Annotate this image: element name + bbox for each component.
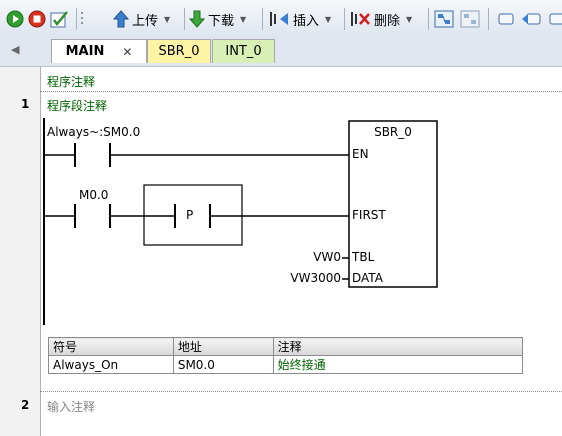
pin-first: FIRST	[352, 208, 386, 222]
tab-main[interactable]: MAIN ✕	[51, 39, 147, 63]
toolbar-separator	[184, 8, 185, 30]
column-header: 符号	[48, 337, 174, 356]
tab-label: INT_0	[225, 44, 262, 59]
toolbar-separator	[76, 8, 77, 30]
table-row[interactable]: Always_On SM0.0 始终接通	[48, 355, 524, 374]
tab-label: SBR_0	[158, 44, 200, 59]
program-comment[interactable]: 程序注释	[47, 75, 96, 89]
run-icon	[6, 10, 24, 28]
toolbar-separator	[262, 8, 263, 30]
network-grid-icon	[434, 10, 454, 28]
operand-tbl[interactable]: VW0	[313, 250, 341, 264]
download-label: 下载	[208, 13, 235, 29]
network-divider	[40, 391, 562, 392]
pin-tbl: TBL	[352, 250, 375, 264]
insert-button[interactable]: 插入 ▼	[268, 9, 331, 29]
address-cell: SM0.0	[172, 355, 274, 374]
network-grid-alt-icon	[460, 10, 480, 28]
box-button[interactable]	[497, 9, 515, 29]
tab-bar: ◀ MAIN ✕ SBR_0 INT_0	[0, 36, 562, 67]
arrow-up-icon	[113, 10, 129, 28]
network-view-button[interactable]	[434, 9, 454, 29]
toolbar-separator	[428, 8, 429, 30]
column-header: 地址	[172, 337, 274, 356]
box-partial-icon	[549, 13, 562, 25]
main-toolbar: 上传 ▼ 下载 ▼ 插入 ▼ 删除 ▼	[0, 0, 562, 37]
delete-label: 删除	[374, 13, 401, 29]
box-icon	[498, 13, 514, 25]
column-header: 注释	[272, 337, 524, 356]
coil-button[interactable]	[521, 9, 543, 29]
download-button[interactable]: 下载 ▼	[189, 9, 246, 29]
operand-data[interactable]: VW3000	[290, 271, 341, 285]
pin-en: EN	[352, 147, 369, 161]
network-number: 1	[21, 97, 30, 111]
chevron-down-icon[interactable]: ▼	[325, 14, 332, 24]
contact-label: M0.0	[79, 188, 109, 202]
contact-m0-0[interactable]	[44, 204, 111, 228]
box-title: SBR_0	[374, 125, 412, 139]
scroll-left-icon[interactable]: ◀	[11, 43, 20, 56]
tab-label: MAIN	[65, 44, 105, 59]
arrow-down-icon	[189, 10, 205, 28]
comment-cell: 始终接通	[272, 355, 524, 374]
chevron-down-icon[interactable]: ▼	[406, 14, 413, 24]
sbr-call-box[interactable]	[348, 120, 438, 288]
close-icon[interactable]: ✕	[122, 44, 133, 59]
stop-button[interactable]	[28, 9, 46, 29]
chevron-down-icon[interactable]: ▼	[240, 14, 247, 24]
p-label: P	[186, 208, 194, 222]
toolbar-grip	[80, 9, 84, 29]
contact-label: Always~:SM0.0	[47, 125, 141, 139]
symbol-table: 符号 地址 注释 Always_On SM0.0 始终接通	[48, 337, 524, 374]
tab-int-0[interactable]: INT_0	[212, 39, 275, 63]
delete-button[interactable]: 删除 ▼	[349, 9, 412, 29]
insert-icon	[270, 12, 288, 26]
chevron-down-icon[interactable]: ▼	[164, 14, 171, 24]
table-header-row: 符号 地址 注释	[48, 337, 524, 356]
network-view-alt-button[interactable]	[460, 9, 480, 29]
more-button[interactable]	[548, 9, 562, 29]
upload-label: 上传	[132, 13, 159, 29]
network-divider	[40, 91, 562, 92]
p-edge-element[interactable]	[143, 184, 243, 246]
coil-arrow-icon	[522, 13, 541, 25]
toolbar-separator	[488, 8, 489, 30]
tab-sbr-0[interactable]: SBR_0	[147, 39, 211, 63]
network-number: 2	[21, 398, 30, 412]
upload-button[interactable]: 上传 ▼	[113, 9, 170, 29]
stop-icon	[28, 10, 46, 28]
toolbar-separator	[344, 8, 345, 30]
compile-icon	[50, 11, 68, 28]
contact-always-on[interactable]	[44, 143, 111, 167]
compile-button[interactable]	[50, 9, 70, 29]
run-button[interactable]	[6, 9, 24, 29]
symbol-cell: Always_On	[48, 355, 174, 374]
delete-icon	[351, 12, 370, 26]
network-gutter	[0, 67, 41, 436]
network-comment[interactable]: 程序段注释	[47, 99, 108, 113]
pin-data: DATA	[352, 271, 383, 285]
network-comment[interactable]: 输入注释	[47, 400, 96, 414]
insert-label: 插入	[293, 13, 320, 29]
